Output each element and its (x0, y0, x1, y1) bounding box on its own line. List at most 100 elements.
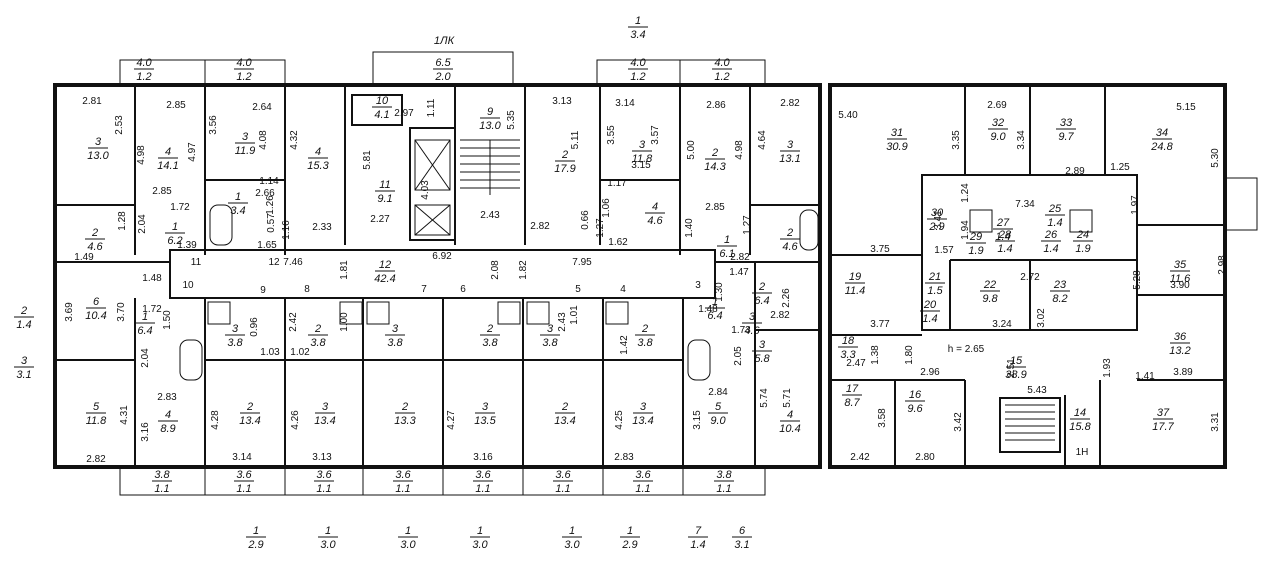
room-label-area: 9.7 (1058, 131, 1074, 143)
right-porch (1224, 177, 1258, 231)
dimension-label: 1.26 (265, 195, 276, 215)
room-label-num: 32 (992, 117, 1004, 129)
room-label-num: 3 (322, 401, 329, 413)
below-plan-label-area: 3.0 (400, 539, 416, 551)
dimension-label: 1.02 (290, 347, 310, 358)
dimension-label: 0.57 (266, 213, 277, 233)
room-label-num: 3 (640, 401, 647, 413)
dimension-label: 1.48 (698, 304, 718, 315)
room-label-num: 2 (561, 149, 568, 161)
balcony-bottom-num: 3.8 (716, 469, 732, 481)
balcony-bottom-area: 1.1 (635, 483, 650, 495)
room-label-area: 3.8 (227, 337, 243, 349)
room-label-area: 17.9 (554, 163, 575, 175)
room-label-area: 15.8 (1069, 421, 1091, 433)
interior-partitions (55, 85, 820, 467)
dimension-label: 1.72 (142, 304, 162, 315)
room-label-area: 13.4 (632, 415, 653, 427)
balcony-top-area: 1.2 (714, 71, 729, 83)
interior-partitions-right (830, 85, 1225, 467)
balcony-bottom-area: 1.1 (154, 483, 169, 495)
dimension-label: 1.62 (608, 237, 628, 248)
room-label-area: 4.1 (374, 109, 389, 121)
below-plan-label-area: 3.0 (472, 539, 488, 551)
room-label-area: 17.7 (1152, 421, 1174, 433)
room-label-area: 13.3 (394, 415, 416, 427)
room-label-num: 5 (93, 401, 100, 413)
dimension-label: 3 (695, 280, 701, 291)
dimension-label: 2.82 (780, 98, 800, 109)
room-label-num: 2 (758, 281, 765, 293)
room-label-num: 3 (749, 311, 756, 323)
room-label-area: 1.4 (922, 313, 937, 325)
dimension-label: 5.00 (686, 140, 697, 160)
room-label-num: 3 (232, 323, 239, 335)
dimension-label: 1.93 (1102, 358, 1113, 378)
dimension-label: 5.28 (1132, 270, 1143, 290)
dimension-label: 3.02 (1036, 308, 1047, 328)
dimension-label: 10 (182, 280, 194, 291)
dimension-label: 2.80 (915, 452, 935, 463)
dimension-label: 2.05 (733, 346, 744, 366)
room-label-num: 1 (172, 221, 178, 233)
room-label-num: 2 (711, 147, 718, 159)
dimension-label: 4.98 (136, 145, 147, 165)
room-label-area: 3.8 (542, 337, 558, 349)
dimension-label: 7.34 (1015, 199, 1035, 210)
dimension-label: 1.01 (569, 305, 580, 325)
dimension-label: 1.00 (339, 312, 350, 332)
room-label-area: 14.3 (704, 161, 726, 173)
dimension-label: 2.89 (1065, 166, 1085, 177)
room-label-area: 3.8 (310, 337, 326, 349)
balcony-top-label-num: 1 (635, 15, 641, 27)
room-label-area: 1.9 (1075, 243, 1090, 255)
dimension-label: 2.83 (157, 392, 177, 403)
room-label-area: 13.0 (87, 150, 109, 162)
balcony-top-num: 4.0 (630, 57, 646, 69)
dimension-label: 1.48 (142, 273, 162, 284)
dimension-label: 1.16 (281, 220, 292, 240)
balcony-bottom-area: 1.1 (716, 483, 731, 495)
room-label-num: 3 (482, 401, 489, 413)
dimension-label: 4.27 (446, 410, 457, 430)
dimension-label: 0.66 (580, 210, 591, 230)
room-label-num: 3 (639, 139, 646, 151)
dimension-label: 4.08 (258, 130, 269, 150)
room-label-area: 3.8 (637, 337, 653, 349)
room-label-num: 27 (996, 217, 1010, 229)
dimension-label: 1.41 (1135, 371, 1155, 382)
dimension-label: 2.96 (920, 367, 940, 378)
outside-left-label-num: 2 (20, 305, 27, 317)
balcony-bottom-area: 1.1 (555, 483, 570, 495)
room-label-num: 3 (787, 139, 794, 151)
below-plan-label-num: 1 (405, 525, 411, 537)
balcony-bottom-num: 3.8 (154, 469, 170, 481)
dimension-label: 3.75 (870, 244, 890, 255)
dimension-label: 1.25 (1110, 162, 1130, 173)
dimension-label: 1.11 (426, 98, 437, 117)
dimension-label: 6 (460, 284, 466, 295)
dimension-label: 4.64 (757, 130, 768, 150)
dimension-label: 1.80 (904, 345, 915, 365)
dimension-label: 5.30 (1210, 148, 1221, 168)
dimension-label: 1.28 (117, 211, 128, 231)
room-label-area: 13.2 (1169, 345, 1190, 357)
dimension-label: 1.94 (960, 220, 971, 240)
room-label-num: 17 (846, 383, 859, 395)
room-label-area: 14.1 (157, 160, 178, 172)
dimension-label: 3.14 (615, 98, 635, 109)
sanitary-stalls (179, 139, 1093, 381)
room-label-num: 26 (1044, 229, 1058, 241)
room-label-area: 6.4 (137, 325, 152, 337)
room-label-num: 15 (1010, 355, 1023, 367)
room-label-area: 15.3 (307, 160, 329, 172)
top-balconies (119, 51, 766, 86)
room-label-num: 30 (931, 207, 944, 219)
dimension-label: 2.04 (137, 214, 148, 234)
balcony-top-num: 4.0 (236, 57, 252, 69)
dimension-label: 2.85 (705, 202, 725, 213)
below-plan-label-area: 3.0 (320, 539, 336, 551)
dimension-label: 3.14 (232, 452, 252, 463)
dimension-label: 7.46 (283, 257, 303, 268)
